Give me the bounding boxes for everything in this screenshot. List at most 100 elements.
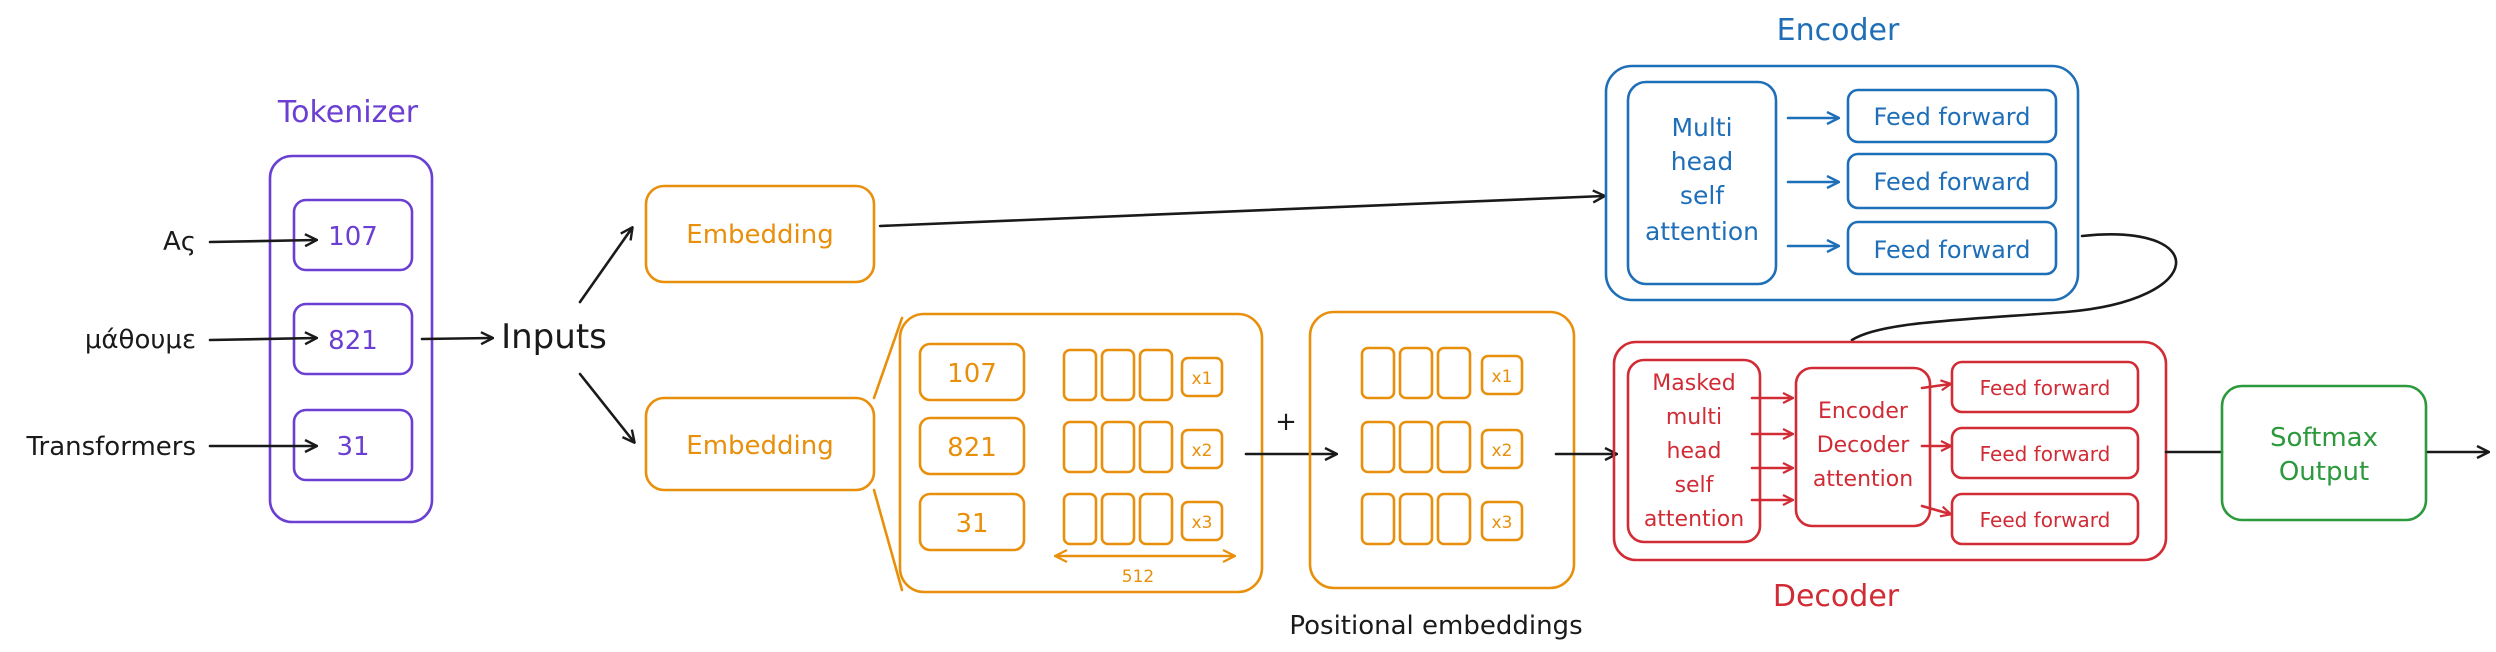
positional-cell	[1360, 420, 1396, 474]
input-word-1: Ας	[163, 227, 196, 257]
token-id-1: 107	[328, 222, 378, 252]
decoder-masked-line-4: self	[1675, 473, 1715, 498]
matrix-cell	[1138, 492, 1174, 546]
encoder-attention-line-2: head	[1671, 147, 1733, 176]
embedding-matrix: 107 821 31 x1 x2 x3 512	[898, 312, 1264, 594]
decoder-cross-line-3: attention	[1813, 467, 1913, 492]
embedding-bottom-box	[644, 396, 876, 492]
token-id-2: 821	[328, 326, 378, 356]
output-line-1: Softmax	[2270, 423, 2378, 453]
matrix-cell	[1138, 420, 1174, 474]
arrow-tokenizer-to-inputs	[420, 338, 492, 339]
arrow-inputs-to-embedding-top	[578, 228, 632, 304]
decoder-group: Decoder Masked multi head self attention…	[1612, 340, 2168, 614]
embedding-callout-lower	[872, 488, 904, 592]
encoder-attention-line-1: Multi	[1671, 113, 1732, 142]
decoder-masked-line-5: attention	[1644, 507, 1744, 532]
positional-cell	[1398, 420, 1434, 474]
plus-sign: +	[1275, 407, 1297, 437]
arrow-embedding-to-encoder	[878, 196, 1604, 228]
matrix-vector-tag-box-3	[1180, 500, 1224, 542]
decoder-ff-label-3: Feed forward	[1980, 508, 2111, 532]
embedding-callout-upper	[872, 316, 904, 400]
positional-tag-box-1	[1480, 354, 1524, 396]
positional-cell	[1360, 346, 1396, 400]
decoder-ff-box-3	[1950, 492, 2140, 546]
matrix-vector-tag-box-2	[1180, 428, 1224, 470]
positional-cell	[1398, 492, 1434, 546]
encoder-to-decoder-connector	[1850, 233, 2178, 342]
encoder-frame	[1604, 64, 2080, 302]
positional-cell	[1360, 492, 1396, 546]
dimension-label: 512	[1122, 567, 1154, 587]
positional-tag-box-3	[1480, 500, 1524, 542]
matrix-cell	[1062, 492, 1098, 546]
matrix-id-1: 107	[947, 359, 997, 389]
matrix-vector-tag-1: x1	[1192, 369, 1213, 389]
output-line-2: Output	[2279, 457, 2369, 487]
matrix-cell	[1100, 348, 1136, 402]
matrix-id-2: 821	[947, 433, 997, 463]
positional-cell	[1436, 492, 1472, 546]
encoder-ff-box-1	[1846, 88, 2058, 144]
matrix-cell	[1100, 492, 1136, 546]
matrix-id-3: 31	[955, 509, 988, 539]
matrix-id-box-2	[918, 416, 1026, 476]
decoder-ff-label-2: Feed forward	[1980, 442, 2111, 466]
matrix-vector-tag-2: x2	[1192, 441, 1213, 461]
encoder-attention-box	[1626, 80, 1778, 286]
tokenizer-title: Tokenizer	[277, 95, 419, 130]
decoder-masked-line-2: multi	[1666, 405, 1722, 430]
arrow-inputs-to-embedding-bottom	[578, 372, 634, 442]
decoder-masked-attention-box	[1626, 358, 1762, 544]
positional-cell	[1436, 346, 1472, 400]
inputs-label: Inputs	[501, 317, 607, 357]
positional-caption: Positional embeddings	[1289, 611, 1582, 641]
decoder-ff-box-1	[1950, 360, 2140, 414]
encoder-attention-line-4: attention	[1645, 217, 1759, 246]
encoder-group: Encoder Multi head self attention Feed f…	[1604, 13, 2080, 302]
input-word-3: Transformers	[25, 432, 196, 462]
tokenizer-group: Tokenizer 107 821 31	[268, 95, 434, 524]
encoder-ff-label-1: Feed forward	[1874, 103, 2031, 131]
positional-cell	[1436, 420, 1472, 474]
decoder-masked-line-3: head	[1667, 439, 1722, 464]
encoder-ff-label-3: Feed forward	[1874, 236, 2031, 264]
decoder-arrow-ff-3	[1920, 504, 1950, 514]
embedding-top-box	[644, 184, 876, 284]
token-id-box-1	[292, 198, 414, 272]
input-word-2: μάθουμε	[85, 325, 196, 355]
arrow-word2-to-id	[208, 338, 316, 340]
decoder-masked-line-1: Masked	[1652, 371, 1735, 396]
decoder-ff-label-1: Feed forward	[1980, 376, 2111, 400]
positional-embeddings: x1 x2 x3	[1308, 310, 1576, 590]
positional-cell	[1398, 346, 1434, 400]
matrix-vector-tag-3: x3	[1192, 513, 1213, 533]
encoder-title: Encoder	[1777, 13, 1900, 48]
matrix-cell	[1062, 348, 1098, 402]
encoder-attention-line-3: self	[1680, 181, 1725, 210]
positional-tag-1: x1	[1492, 367, 1513, 387]
positional-tag-3: x3	[1492, 513, 1513, 533]
decoder-cross-line-1: Encoder	[1818, 399, 1909, 424]
matrix-id-box-1	[918, 342, 1026, 402]
decoder-cross-line-2: Decoder	[1817, 433, 1911, 458]
decoder-title: Decoder	[1773, 579, 1900, 614]
embedding-bottom-label: Embedding	[686, 431, 833, 461]
encoder-ff-label-2: Feed forward	[1874, 168, 2031, 196]
positional-tag-box-2	[1480, 428, 1524, 470]
positional-frame	[1308, 310, 1576, 590]
matrix-cell	[1062, 420, 1098, 474]
decoder-arrow-ff-1	[1920, 384, 1950, 388]
encoder-ff-box-3	[1846, 220, 2058, 276]
token-id-3: 31	[336, 432, 369, 462]
decoder-ff-box-2	[1950, 426, 2140, 480]
arrow-word1-to-id	[208, 240, 316, 242]
embedding-top-label: Embedding	[686, 220, 833, 250]
output-box	[2220, 384, 2428, 522]
matrix-id-box-3	[918, 492, 1026, 552]
matrix-cell	[1100, 420, 1136, 474]
encoder-ff-box-2	[1846, 152, 2058, 210]
matrix-cell	[1138, 348, 1174, 402]
